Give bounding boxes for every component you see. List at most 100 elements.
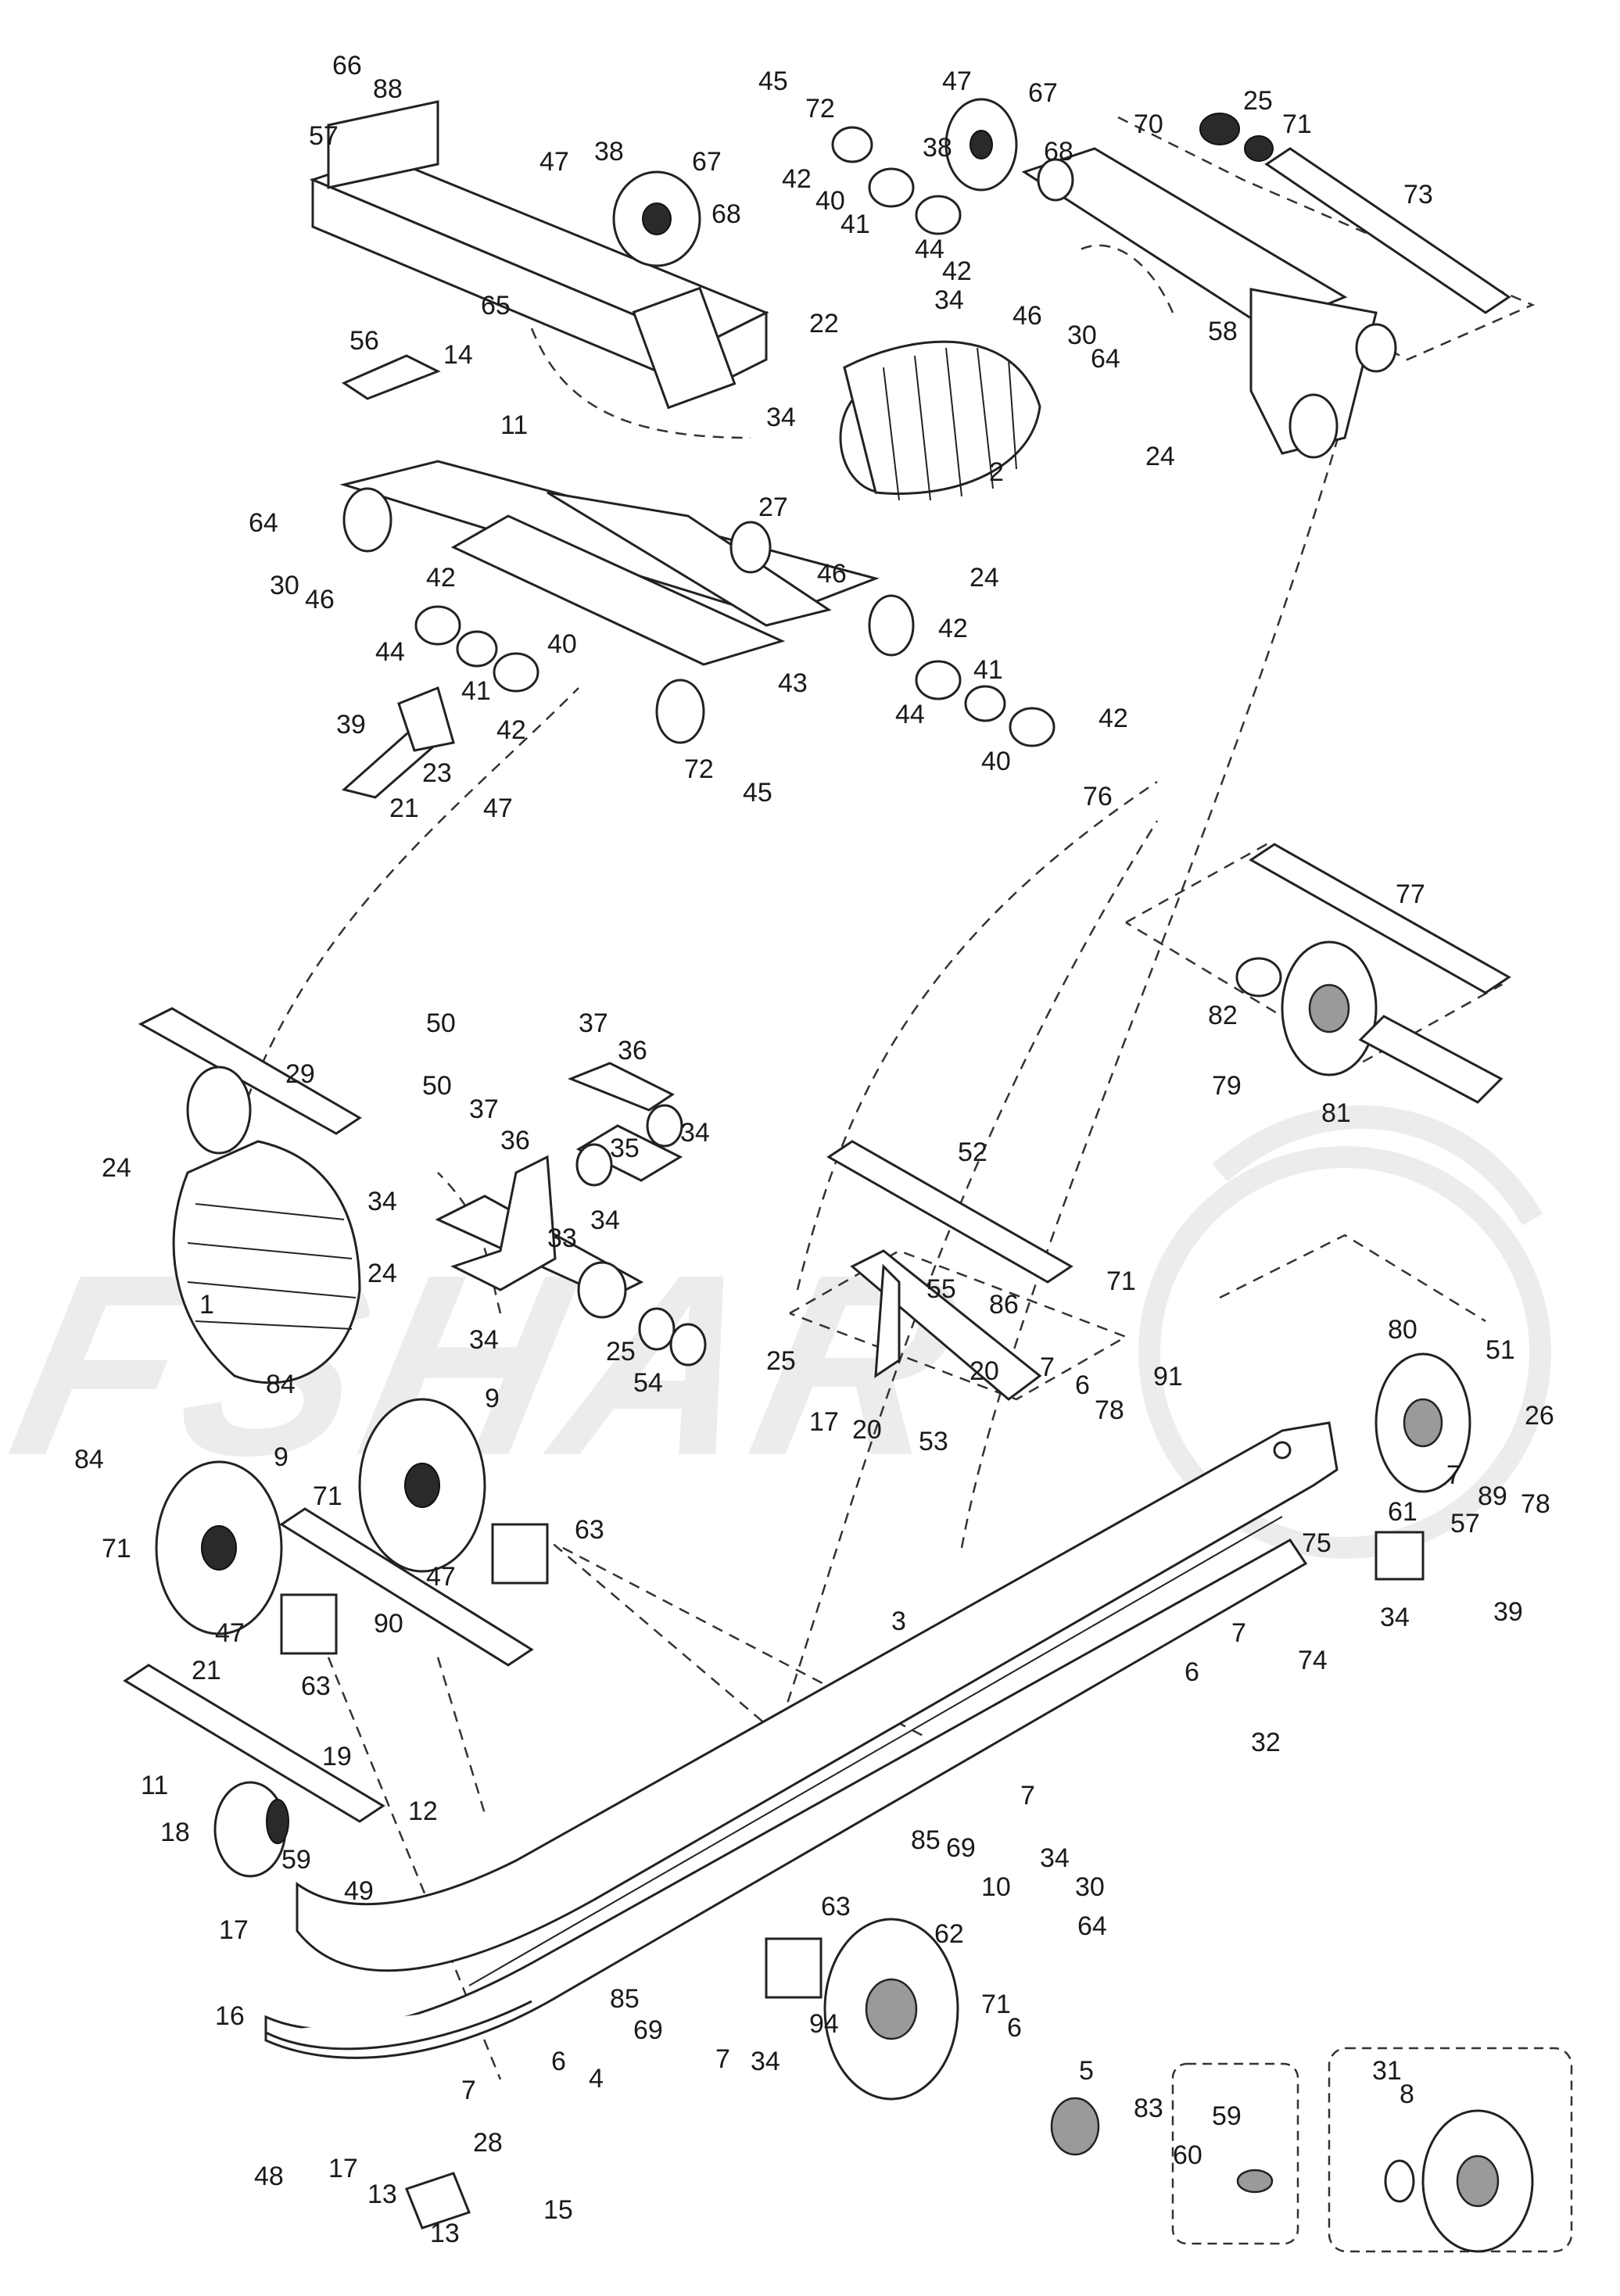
wheel-62 — [823, 1918, 959, 2101]
callout-71: 71 — [1282, 109, 1312, 139]
callout-23: 23 — [422, 758, 452, 788]
callout-26: 26 — [1525, 1401, 1554, 1431]
callout-85b: 85 — [610, 1984, 640, 2014]
callout-48: 48 — [254, 2162, 284, 2191]
callout-3: 3 — [891, 1606, 906, 1636]
callout-37b: 37 — [469, 1094, 499, 1124]
callout-71c: 71 — [313, 1481, 342, 1511]
idler-wheel-67-top-right — [944, 98, 1018, 192]
callout-73: 73 — [1403, 180, 1433, 210]
callout-28: 28 — [473, 2128, 503, 2158]
callout-76: 76 — [1083, 782, 1113, 811]
callout-38: 38 — [594, 137, 624, 167]
callout-25b: 25 — [606, 1337, 636, 1366]
mount-18 — [213, 1781, 289, 1878]
callout-70: 70 — [1134, 109, 1163, 139]
callout-54: 54 — [633, 1368, 663, 1398]
callout-6b: 6 — [1185, 1657, 1199, 1687]
callout-66: 66 — [332, 51, 362, 81]
callout-21b: 21 — [192, 1656, 221, 1685]
callout-80: 80 — [1388, 1315, 1418, 1345]
callout-24c: 24 — [102, 1153, 131, 1183]
callout-84b: 84 — [74, 1445, 104, 1474]
callout-7d: 7 — [1020, 1781, 1035, 1811]
inset-box-small — [1171, 2062, 1299, 2245]
callout-9: 9 — [485, 1384, 500, 1413]
callout-7e: 7 — [715, 2044, 730, 2074]
front-arm-43 — [339, 460, 915, 744]
callout-78: 78 — [1095, 1395, 1124, 1425]
callout-14: 14 — [443, 340, 473, 370]
block-61 — [1374, 1531, 1425, 1581]
callout-56: 56 — [349, 326, 379, 356]
crossbar-assembly-65 — [309, 100, 769, 410]
callout-47: 47 — [539, 147, 569, 177]
callout-30c: 30 — [1075, 1872, 1105, 1902]
cap-83 — [1050, 2097, 1100, 2156]
callout-24d: 24 — [367, 1259, 397, 1288]
callout-60: 60 — [1173, 2140, 1202, 2170]
callout-51: 51 — [1486, 1335, 1515, 1365]
callout-47b: 47 — [483, 793, 513, 823]
slide-16 — [265, 2000, 532, 2051]
callout-71b: 71 — [1106, 1266, 1136, 1296]
callout-36: 36 — [618, 1036, 647, 1066]
callout-31: 31 — [1372, 2056, 1402, 2086]
callout-91: 91 — [1153, 1362, 1183, 1392]
callout-69: 69 — [946, 1833, 976, 1863]
callout-6: 6 — [1075, 1370, 1090, 1400]
callout-41c: 41 — [840, 210, 870, 239]
callout-7b: 7 — [1446, 1460, 1461, 1490]
callout-36b: 36 — [500, 1126, 530, 1155]
callout-1: 1 — [199, 1290, 214, 1320]
callout-42c: 42 — [938, 614, 968, 643]
callout-30b: 30 — [1067, 321, 1097, 350]
callout-79: 79 — [1212, 1071, 1242, 1101]
wheel-9-right — [358, 1398, 486, 1573]
callout-13b: 13 — [430, 2219, 460, 2248]
callout-42b: 42 — [496, 715, 526, 745]
callout-7c: 7 — [1231, 1618, 1246, 1648]
callout-90: 90 — [374, 1609, 403, 1639]
callout-24b: 24 — [1145, 442, 1175, 471]
callout-69b: 69 — [633, 2015, 663, 2045]
callout-42e: 42 — [782, 164, 812, 194]
callout-49: 49 — [344, 1876, 374, 1906]
callout-25: 25 — [1243, 86, 1273, 116]
callout-34h: 34 — [1040, 1843, 1070, 1873]
callout-42f: 42 — [942, 256, 972, 286]
callout-43: 43 — [778, 668, 808, 698]
callout-83: 83 — [1134, 2094, 1163, 2123]
callout-65: 65 — [481, 291, 511, 321]
bushing-25-71-top — [1199, 113, 1274, 162]
callout-85: 85 — [911, 1825, 941, 1855]
callout-81: 81 — [1321, 1098, 1351, 1128]
callout-68: 68 — [711, 199, 741, 229]
callout-10: 10 — [981, 1872, 1011, 1902]
callout-17c: 17 — [328, 2154, 358, 2183]
callout-34d: 34 — [367, 1187, 397, 1216]
block-63-c — [765, 1937, 823, 1999]
shaft-73 — [1264, 147, 1511, 314]
shock-absorber-1 — [138, 1007, 362, 1384]
callout-34: 34 — [766, 403, 796, 432]
callout-32: 32 — [1251, 1728, 1281, 1757]
callout-39: 39 — [336, 710, 366, 740]
callout-74: 74 — [1298, 1646, 1328, 1675]
callout-labels: 66 88 57 47 38 67 68 65 22 56 14 11 64 3… — [74, 51, 1554, 2248]
callout-25c: 25 — [766, 1346, 796, 1376]
callout-55: 55 — [926, 1274, 956, 1304]
wheel-51 — [1374, 1352, 1471, 1493]
callout-17b: 17 — [219, 1915, 249, 1945]
wheel-9-left — [155, 1460, 283, 1635]
callout-61: 61 — [1388, 1497, 1418, 1527]
callout-63b: 63 — [301, 1671, 331, 1701]
shaft-52 — [826, 1140, 1073, 1284]
callout-72b: 72 — [805, 94, 835, 124]
callout-47d: 47 — [426, 1562, 456, 1592]
callout-88: 88 — [373, 74, 403, 104]
callout-45: 45 — [743, 778, 772, 808]
callout-33: 33 — [547, 1223, 577, 1253]
shaft-19 — [123, 1664, 385, 1823]
callout-6d: 6 — [551, 2047, 566, 2076]
